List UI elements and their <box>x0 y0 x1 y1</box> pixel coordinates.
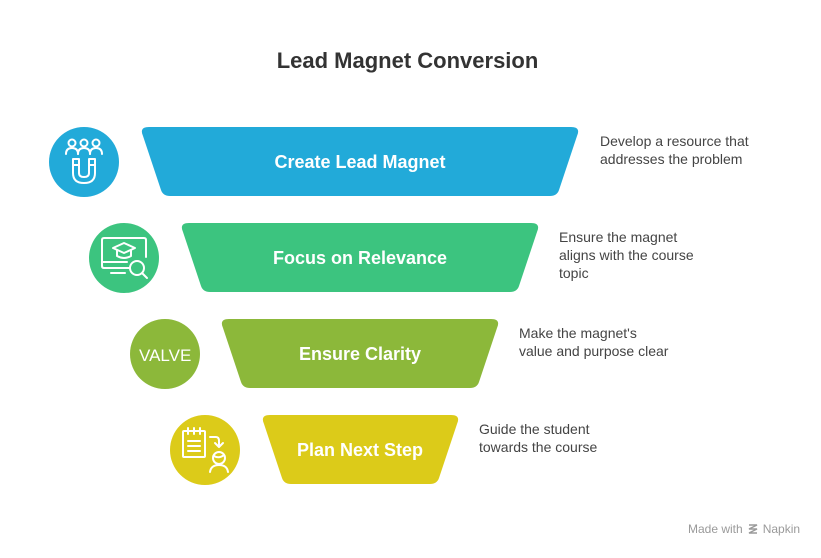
band-label: Ensure Clarity <box>299 344 421 364</box>
description-line: topic <box>559 265 589 281</box>
funnel-band-3: Ensure Clarity <box>221 319 499 388</box>
made-with-label: Made with <box>688 522 743 536</box>
description-line: Guide the student <box>479 421 590 437</box>
band-shape <box>181 223 539 292</box>
funnel-band-4: Plan Next Step <box>262 415 459 484</box>
description-line: aligns with the course <box>559 247 694 263</box>
magnet-people-icon <box>49 127 119 197</box>
description-line: towards the course <box>479 439 598 455</box>
description-line: value and purpose clear <box>519 343 669 359</box>
stage-description-2: Ensure the magnet aligns with the course… <box>559 228 694 282</box>
stage-description-1: Develop a resource that addresses the pr… <box>600 132 749 168</box>
band-shape <box>221 319 499 388</box>
funnel-band-2: Focus on Relevance <box>181 223 539 292</box>
description-line: addresses the problem <box>600 151 743 167</box>
band-label: Plan Next Step <box>297 440 423 460</box>
stage-description-3: Make the magnet's value and purpose clea… <box>519 324 668 360</box>
value-text-icon: VALVE <box>130 319 200 389</box>
clipboard-student-icon <box>170 415 240 485</box>
value-text: VALVE <box>139 346 191 365</box>
band-shape <box>141 127 579 196</box>
description-line: Ensure the magnet <box>559 229 678 245</box>
napkin-logo-icon <box>748 524 758 534</box>
napkin-attribution[interactable]: Made with Napkin <box>688 522 800 536</box>
napkin-brand: Napkin <box>762 522 801 536</box>
course-search-icon <box>89 223 159 293</box>
stage-description-4: Guide the student towards the course <box>479 420 597 456</box>
description-line: Develop a resource that <box>600 133 749 149</box>
band-label: Create Lead Magnet <box>274 152 445 172</box>
description-line: Make the magnet's <box>519 325 637 341</box>
diagram-title: Lead Magnet Conversion <box>276 48 539 73</box>
funnel-band-1: Create Lead Magnet <box>141 127 579 196</box>
band-shape <box>262 415 459 484</box>
band-label: Focus on Relevance <box>273 248 447 268</box>
